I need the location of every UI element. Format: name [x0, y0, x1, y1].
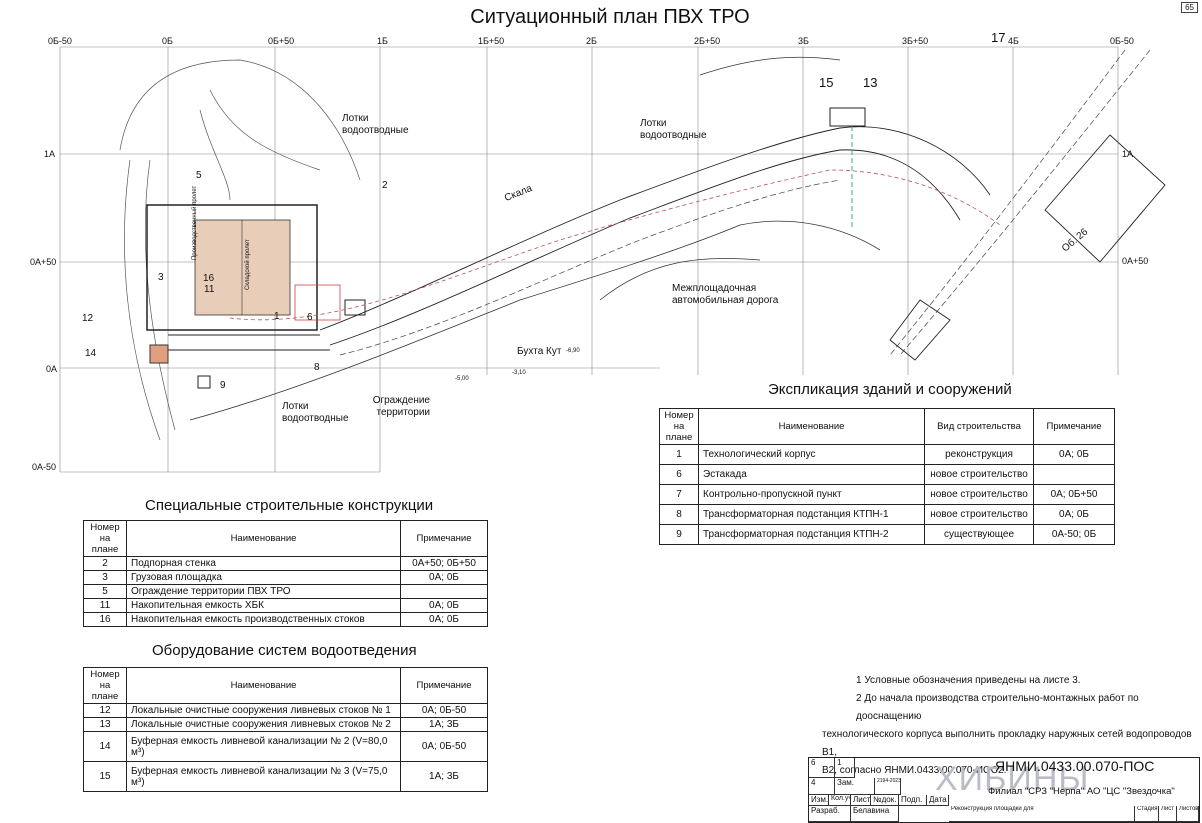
organization-name: Филиал "СРЗ "Нерпа" АО "ЦС "Звездочка" — [988, 786, 1175, 797]
plan-label-16: 16 — [203, 273, 215, 284]
col-header: Наименование — [698, 408, 925, 445]
special-table: Номер на плане Наименование Примечание 2… — [83, 520, 488, 627]
col-header: Номер на плане — [83, 667, 127, 704]
col-header: Примечание — [1033, 408, 1115, 445]
grid-left-0: 1А — [44, 149, 56, 159]
note-2: 2 До начала производства строительно-мон… — [856, 693, 1139, 722]
drainage-table: Номер на плане Наименование Примечание 1… — [83, 667, 488, 792]
grid-right-0: 1А — [1122, 149, 1134, 159]
grid-left-3: 0А-50 — [32, 462, 57, 472]
plan-label-lvl1: -5,00 — [455, 376, 469, 382]
grid-right-1: 0А+50 — [1122, 256, 1149, 266]
explication-title: Экспликация зданий и сооружений — [768, 381, 1012, 398]
plan-label-bay: Бухта Кут — [517, 346, 562, 357]
plan-label-trays-1: Лотки водоотводные — [342, 113, 409, 136]
plan-label-trays-3: Лотки водоотводные — [282, 401, 349, 424]
plan-label-store: Складской пролет — [245, 239, 251, 290]
plan-label-road: Межплощадочная автомобильная дорога — [672, 283, 779, 306]
site-plan-drawing — [59, 46, 1166, 473]
explication-table: Номер на плане Наименование Вид строител… — [659, 408, 1115, 545]
plan-label-14: 14 — [85, 348, 97, 359]
grid-left-1: 0А+50 — [30, 257, 57, 267]
col-header: Номер на плане — [83, 520, 127, 557]
plan-label-1: 1 — [274, 311, 280, 322]
col-header: Наименование — [126, 667, 401, 704]
grid-lines — [59, 46, 1119, 473]
plan-label-3: 3 — [158, 272, 164, 283]
plan-label-11: 11 — [204, 284, 215, 295]
grid-top-8: 3Б+50 — [902, 36, 929, 46]
drainage-title: Оборудование систем водоотведения — [152, 642, 417, 659]
col-header: Наименование — [126, 520, 401, 557]
page-title: Ситуационный план ПВХ ТРО — [470, 6, 750, 28]
plan-label-lvl2: -3,10 — [512, 370, 526, 376]
grid-top-3: 1Б — [377, 36, 388, 46]
col-header: Примечание — [400, 520, 488, 557]
plan-label-12: 12 — [82, 313, 94, 324]
plan-label-6: 6 — [307, 312, 313, 323]
grid-top-4: 1Б+50 — [478, 36, 505, 46]
document-code: ЯНМИ.0433.00.070-ПОС — [995, 758, 1155, 774]
grid-left-2: 0А — [46, 364, 58, 374]
plan-label-8: 8 — [314, 362, 320, 373]
note-1: 1 Условные обозначения приведены на лист… — [856, 675, 1081, 686]
plan-label-trays-2: Лотки водоотводные — [640, 118, 707, 141]
plan-label-prod: Производственный пролет — [192, 185, 198, 260]
col-header: Примечание — [400, 667, 488, 704]
plan-label-5: 5 — [196, 170, 202, 181]
plan-label-13: 13 — [863, 75, 878, 90]
col-header: Вид строительства — [924, 408, 1034, 445]
special-title: Специальные строительные конструкции — [145, 497, 434, 514]
plan-label-9: 9 — [220, 380, 226, 391]
grid-top-5: 2Б — [586, 36, 597, 46]
grid-top-2: 0Б+50 — [268, 36, 295, 46]
page-number: 65 — [1181, 2, 1198, 13]
plan-label-17: 17 — [991, 30, 1006, 45]
note-2-cont: технологического корпуса выполнить прокл… — [822, 729, 1192, 758]
plan-label-bay-level: -6,90 — [566, 348, 580, 354]
grid-top-0: 0Б-50 — [48, 36, 72, 46]
khibiny-logo: ХИБИНЫ — [935, 760, 1090, 798]
grid-top-6: 2Б+50 — [694, 36, 721, 46]
note-2-cont2: В2, согласно ЯНМИ.0433.00.070-ИОС2. — [822, 765, 1007, 776]
grid-top-10: 0Б-50 — [1110, 36, 1134, 46]
grid-top-7: 3Б — [798, 36, 809, 46]
plan-label-fence: Ограждение территории — [372, 395, 430, 418]
plan-label-15: 15 — [819, 75, 834, 90]
grid-top-1: 0Б — [162, 36, 173, 46]
col-header: Номер на плане — [659, 408, 699, 445]
notes: 1 Условные обозначения приведены на лист… — [822, 672, 1192, 780]
plan-label-2: 2 — [382, 180, 388, 191]
grid-top-9: 4Б — [1008, 36, 1019, 46]
